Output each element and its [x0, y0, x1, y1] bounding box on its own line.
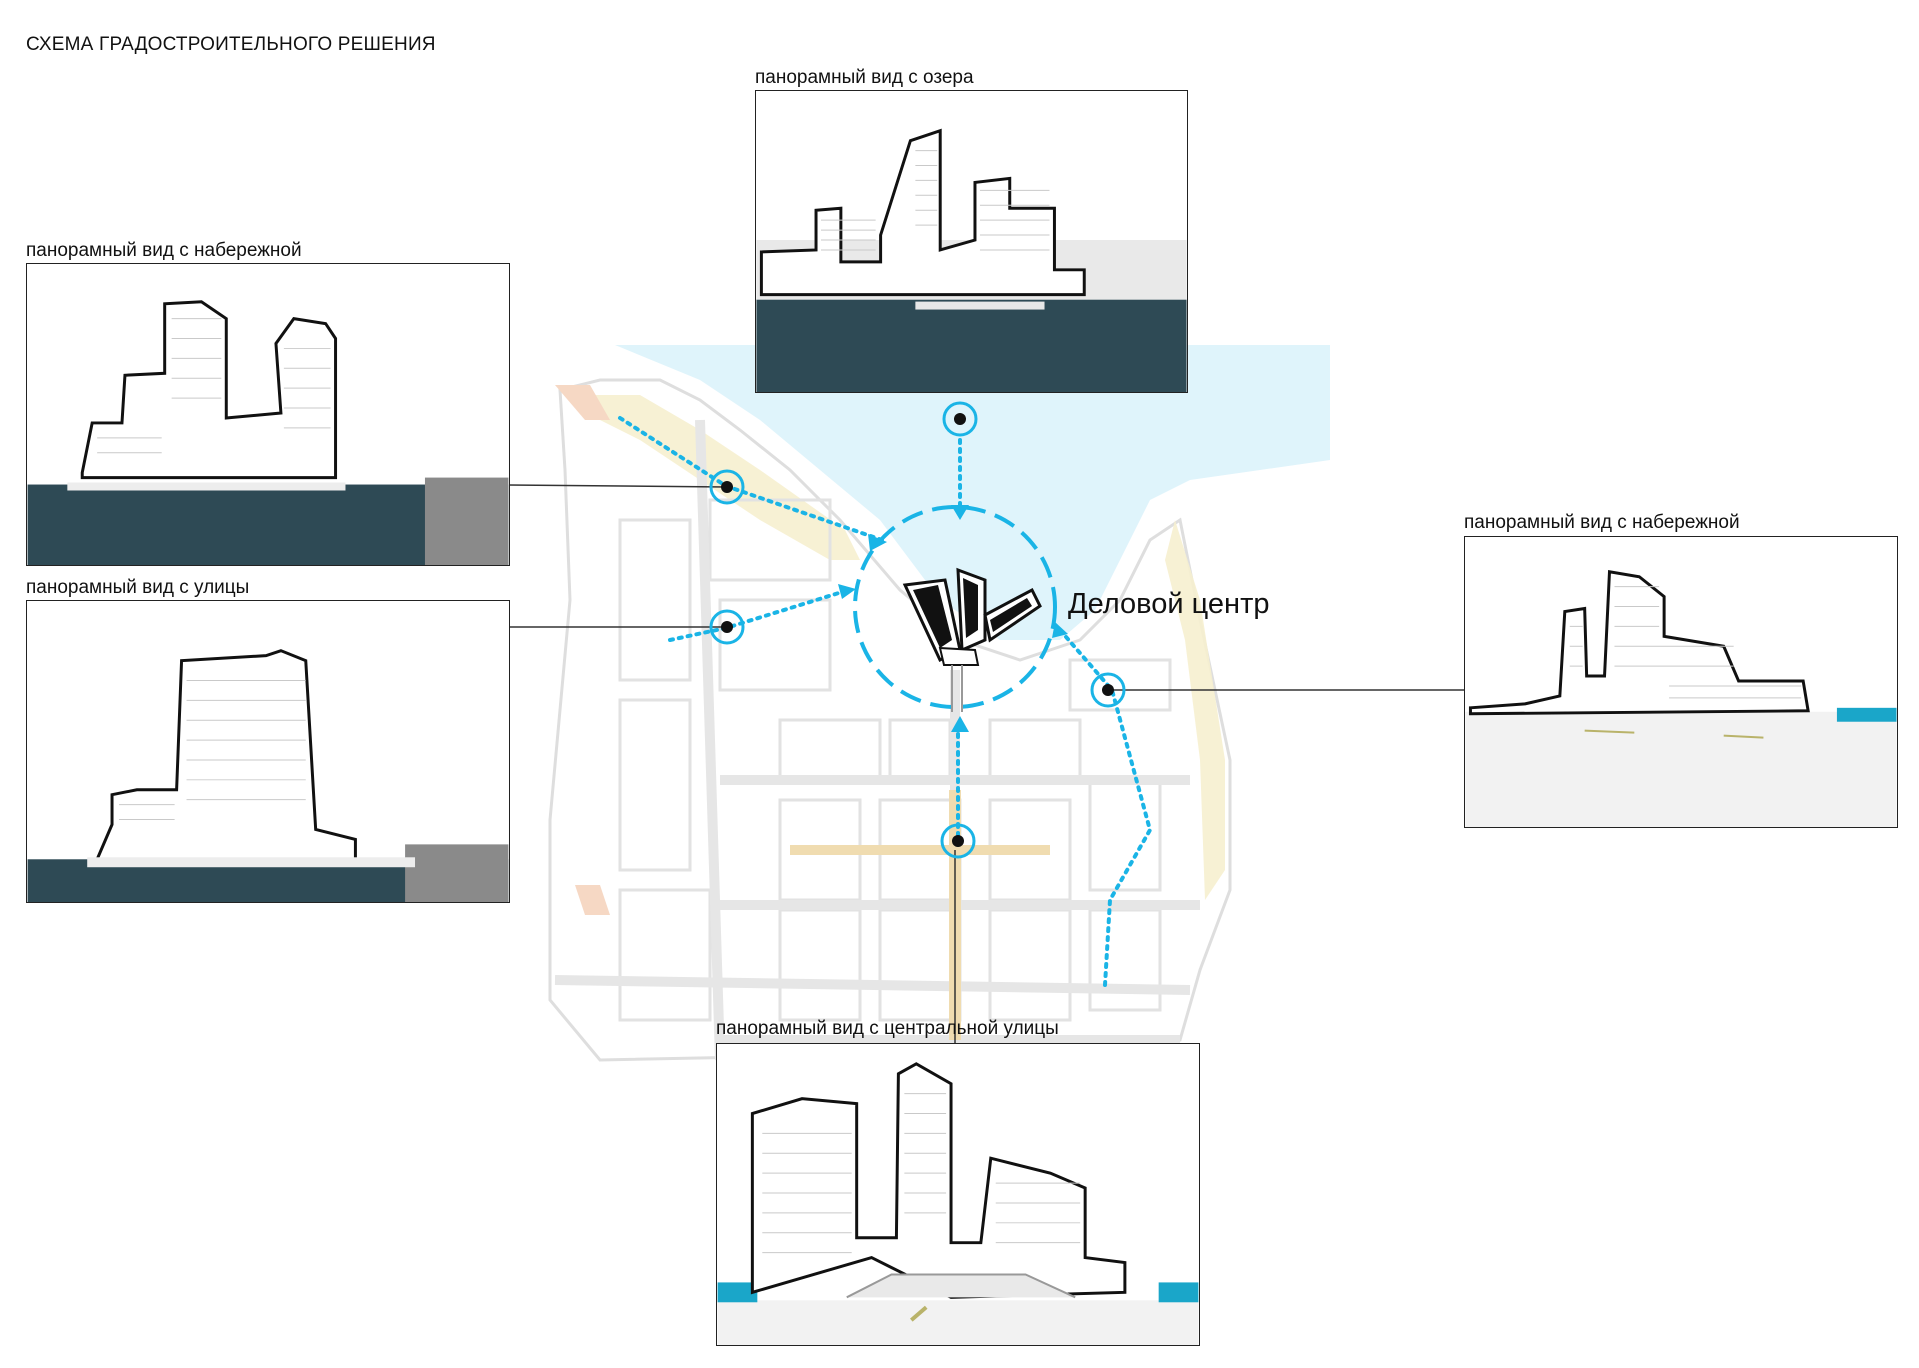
sight-arrows: [838, 505, 1068, 732]
road-network: [554, 419, 1200, 1061]
panel-central-street-view: [716, 1043, 1200, 1346]
business-center-footprint: [902, 567, 1042, 712]
embankment-zone: [590, 395, 860, 560]
panel-embankment-right-view: [1464, 536, 1898, 828]
caption-embankment-left-view: панорамный вид с набережной: [26, 240, 302, 261]
render-embankment-left-view: [27, 300, 509, 565]
page-title: СХЕМА ГРАДОСТРОИТЕЛЬНОГО РЕШЕНИЯ: [26, 34, 436, 55]
caption-lake-view: панорамный вид с озера: [755, 67, 974, 88]
orange-zone: [575, 885, 610, 915]
lake-water: [615, 345, 1330, 640]
render-embankment-right-view: [1465, 570, 1897, 827]
embankment-zone: [1165, 520, 1225, 900]
orange-zone: [555, 385, 610, 420]
caption-central-street-view: панорамный вид с центральной улицы: [716, 1018, 1059, 1039]
caption-street-view: панорамный вид с улицы: [26, 577, 250, 598]
business-center-label: Деловой центр: [1068, 588, 1270, 620]
render-central-street-view: [717, 1062, 1199, 1345]
business-center-ring: [853, 505, 1057, 709]
viewpoint-dot: [721, 413, 1114, 847]
panel-embankment-left-view: [26, 263, 510, 566]
ground-marks: [1584, 729, 1764, 739]
render-lake-view: [756, 128, 1187, 392]
caption-embankment-right-view: панорамный вид с набережной: [1464, 512, 1740, 533]
panel-lake-view: [755, 90, 1188, 393]
land-outline: [548, 378, 1232, 1062]
render-street-view: [27, 649, 509, 902]
viewpoint-marker: [709, 401, 1126, 859]
connector-lines: [504, 484, 1465, 1043]
panel-street-view: [26, 600, 510, 903]
